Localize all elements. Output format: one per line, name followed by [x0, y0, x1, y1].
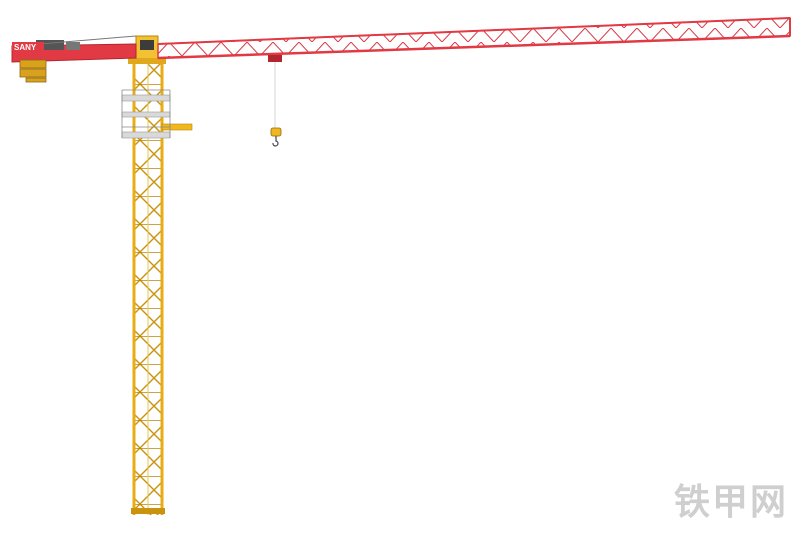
brand-plate [12, 42, 44, 51]
brand-label: SANY [14, 43, 37, 52]
hook-sheave [270, 127, 282, 137]
hoist-motor [66, 42, 80, 50]
climbing-frame [121, 89, 193, 139]
tie-bar [39, 35, 137, 45]
crane-jib [157, 17, 791, 62]
jib-top-chord [157, 17, 791, 45]
crane-mast [131, 60, 165, 515]
watermark: 铁甲网 [673, 482, 788, 523]
jib-truss [157, 17, 791, 59]
cab-window [140, 40, 154, 50]
platform-lower [121, 131, 171, 139]
trolley [268, 55, 282, 62]
hoist-machinery [36, 40, 64, 50]
counterweight-1 [19, 59, 47, 69]
jib-bottom-chord [157, 34, 791, 60]
counterweight-3 [25, 77, 47, 83]
mast-base [131, 508, 165, 514]
slewing-ring [128, 58, 166, 64]
platform-upper [121, 94, 171, 102]
hook-icon [272, 136, 279, 147]
hook-block [270, 62, 282, 147]
platform-middle [121, 111, 171, 118]
counterweight-2 [19, 68, 47, 78]
counter-jib: SANY [11, 35, 137, 83]
